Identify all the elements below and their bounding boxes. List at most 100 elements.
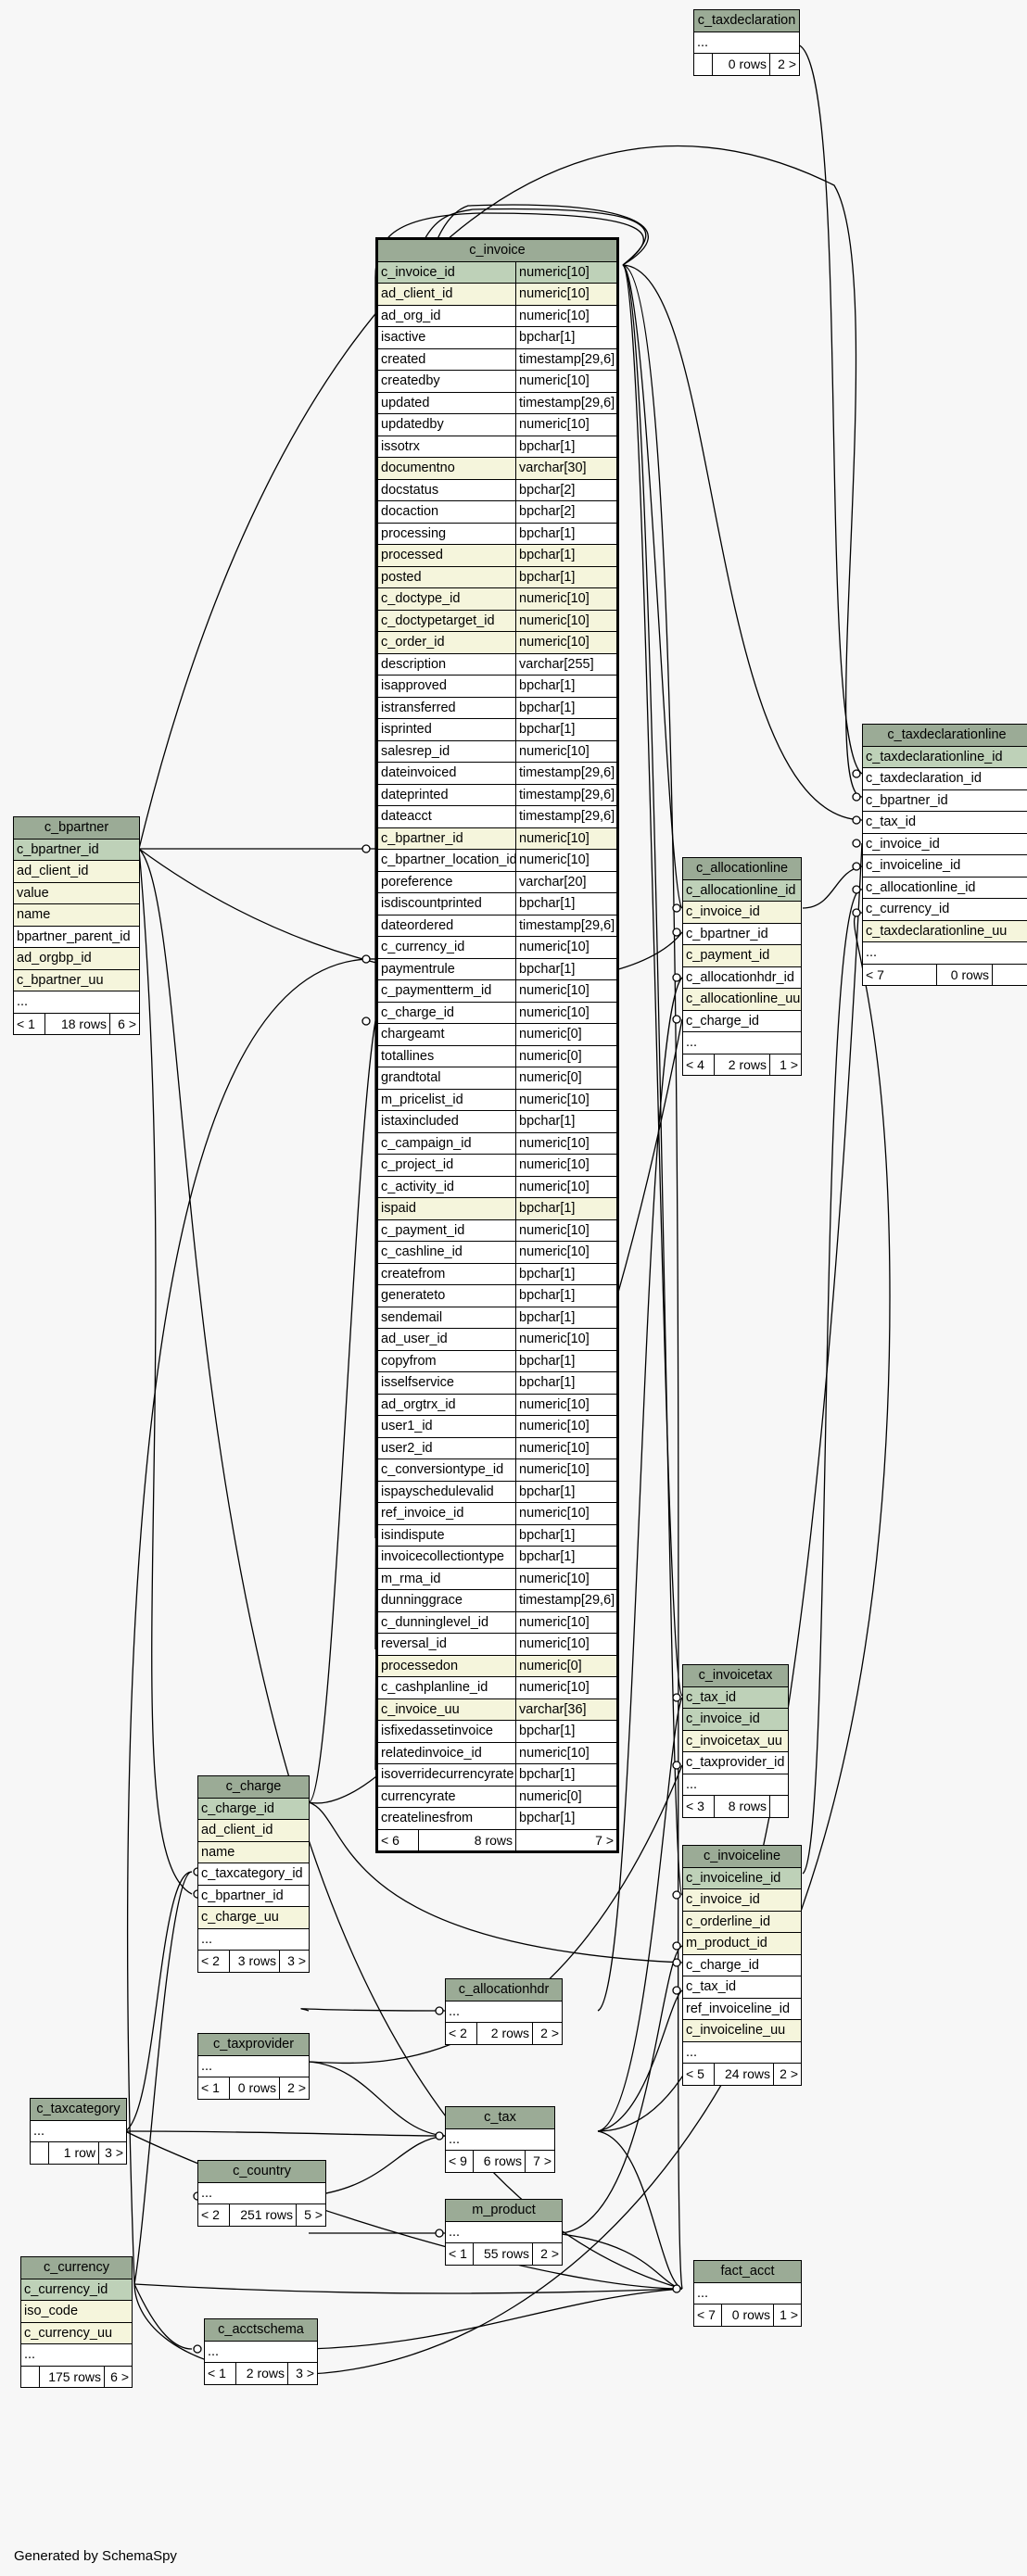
children-count[interactable]: 7 > [525, 2150, 555, 2173]
column-type: numeric[10] [514, 1741, 619, 1764]
column-type: bpchar[2] [514, 500, 619, 524]
table-header[interactable]: c_charge [197, 1775, 310, 1799]
children-count[interactable]: 7 > [514, 1828, 619, 1852]
column-name: c_dunninglevel_id [376, 1610, 516, 1634]
children-count[interactable]: 3 > [279, 1950, 310, 1973]
parents-count[interactable]: < 1 [13, 1012, 45, 1035]
children-count[interactable]: 6 > [108, 1012, 141, 1035]
row-count[interactable]: 251 rows [229, 2203, 297, 2227]
parents-count[interactable]: < 1 [445, 2242, 474, 2266]
row-count[interactable]: 175 rows [39, 2365, 105, 2388]
column-name: reversal_id [376, 1633, 516, 1656]
row-count[interactable]: 0 rows [229, 2077, 280, 2100]
table-header[interactable]: c_country [197, 2160, 327, 2183]
parents-count[interactable]: < 7 [693, 2304, 722, 2327]
parents-count[interactable]: < 6 [376, 1828, 419, 1852]
parents-count[interactable]: < 7 [862, 963, 937, 986]
table-row: name [12, 903, 141, 927]
table-header[interactable]: m_product [445, 2199, 563, 2222]
children-count[interactable]: 6 > [103, 2365, 133, 2388]
parents-count[interactable]: < 3 [682, 1795, 715, 1818]
parents-count[interactable]: < 1 [204, 2362, 236, 2385]
row-count[interactable]: 0 rows [936, 963, 993, 986]
table-header[interactable]: c_acctschema [203, 2318, 319, 2342]
children-count[interactable]: 1 > [772, 2304, 803, 2327]
column-type: bpchar[1] [514, 675, 619, 698]
row-count[interactable]: 6 rows [473, 2150, 526, 2173]
row-count[interactable]: 2 rows [476, 2022, 533, 2045]
row-count[interactable]: 8 rows [418, 1828, 516, 1852]
children-count[interactable] [991, 963, 1027, 986]
parents-count[interactable] [20, 2365, 40, 2388]
children-count[interactable]: 2 > [532, 2242, 563, 2266]
children-count[interactable]: 2 > [531, 2022, 564, 2045]
parents-count[interactable] [30, 2141, 49, 2165]
table-header[interactable]: c_bpartner [12, 816, 141, 840]
table-header[interactable]: c_invoicetax [681, 1664, 790, 1687]
table-header[interactable]: c_tax [445, 2106, 555, 2129]
row-count[interactable]: 55 rows [473, 2242, 533, 2266]
table-header[interactable]: c_taxdeclaration [693, 9, 800, 32]
children-count[interactable]: 1 > [768, 1053, 803, 1076]
column-name: ... [19, 2343, 133, 2367]
row-count[interactable]: 0 rows [712, 53, 770, 76]
parents-count[interactable]: < 2 [445, 2022, 477, 2045]
children-count[interactable]: 2 > [772, 2063, 803, 2086]
column-name: ad_org_id [376, 304, 516, 327]
parents-count[interactable]: < 5 [682, 2063, 715, 2086]
parents-count[interactable]: < 2 [197, 2203, 230, 2227]
row-count[interactable]: 3 rows [229, 1950, 280, 1973]
parents-count[interactable] [693, 53, 713, 76]
row-count[interactable]: 8 rows [714, 1795, 770, 1818]
column-type: bpchar[1] [514, 1284, 619, 1307]
row-count[interactable]: 2 rows [714, 1053, 770, 1076]
children-count[interactable] [768, 1795, 790, 1818]
table-header[interactable]: c_invoiceline [681, 1845, 803, 1868]
parents-count[interactable]: < 2 [197, 1950, 230, 1973]
table-header[interactable]: c_taxcategory [29, 2098, 128, 2121]
row-count[interactable]: 24 rows [714, 2063, 774, 2086]
column-name: c_activity_id [376, 1175, 516, 1198]
row-count[interactable]: 0 rows [721, 2304, 774, 2327]
table-header[interactable]: fact_acct [692, 2260, 803, 2283]
table-header[interactable]: c_allocationhdr [444, 1978, 564, 2001]
table-header[interactable]: c_currency [19, 2256, 133, 2279]
table-header[interactable]: c_invoice [375, 238, 619, 262]
table-header[interactable]: c_allocationline [681, 857, 803, 880]
children-count[interactable]: 5 > [295, 2203, 327, 2227]
children-count[interactable]: 2 > [769, 53, 800, 76]
parents-count[interactable]: < 4 [682, 1053, 715, 1076]
children-count[interactable]: 3 > [97, 2141, 128, 2165]
parents-count[interactable]: < 1 [197, 2077, 230, 2100]
children-count[interactable]: 2 > [278, 2077, 311, 2100]
table-header[interactable]: c_taxdeclarationline [861, 724, 1027, 747]
column-name: ad_user_id [376, 1328, 516, 1351]
table-row: c_allocationline_id [861, 876, 1027, 899]
column-name: name [12, 903, 141, 927]
row-count[interactable]: 2 rows [235, 2362, 288, 2385]
parents-count[interactable]: < 9 [445, 2150, 474, 2173]
table-row: ... [197, 2054, 311, 2077]
row-count[interactable]: 1 row [48, 2141, 99, 2165]
children-count[interactable]: 3 > [286, 2362, 319, 2385]
row-count[interactable]: 18 rows [44, 1012, 110, 1035]
table-header[interactable]: c_taxprovider [197, 2033, 311, 2056]
